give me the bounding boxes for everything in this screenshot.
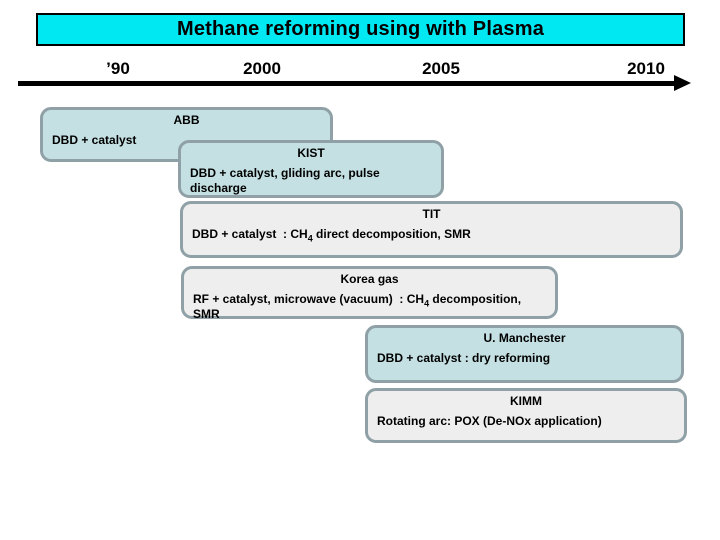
- org-detail: DBD + catalyst: [52, 133, 137, 147]
- timeline-label-2005: 2005: [422, 59, 460, 78]
- timeline-label-2000: 2000: [243, 59, 281, 78]
- org-detail: DBD + catalyst : dry reforming: [377, 351, 551, 365]
- org-name: Korea gas: [340, 272, 399, 286]
- timeline-box-tit: TIT DBD + catalyst : CH4 direct decompos…: [180, 201, 683, 258]
- org-name: KIMM: [510, 394, 542, 408]
- timeline-box-kist: KIST DBD + catalyst, gliding arc, pulse …: [178, 140, 444, 198]
- timeline-label-2010: 2010: [627, 59, 665, 78]
- ch4-subscript: 4: [424, 298, 430, 309]
- timeline-box-u-manchester: U. Manchester DBD + catalyst : dry refor…: [365, 325, 684, 383]
- org-name: KIST: [297, 146, 325, 160]
- slide-title: Methane reforming using with Plasma: [176, 18, 545, 40]
- timeline-box-korea-gas: Korea gas RF + catalyst, microwave (vacu…: [181, 266, 558, 321]
- org-name: U. Manchester: [483, 331, 566, 345]
- org-detail: RF + catalyst, microwave (vacuum) : CH4 …: [193, 292, 525, 321]
- timeline-arrow-icon: [674, 75, 691, 91]
- org-detail: Rotating arc: POX (De-NOx application): [377, 414, 602, 428]
- ch4-subscript: 4: [307, 233, 313, 244]
- timeline-box-kimm: KIMM Rotating arc: POX (De-NOx applicati…: [365, 388, 687, 443]
- timeline-axis-line: [18, 81, 676, 86]
- timeline-label-90: ’90: [106, 59, 130, 78]
- org-detail: DBD + catalyst : CH4 direct decompositio…: [192, 227, 471, 244]
- title-bar: Methane reforming using with Plasma: [36, 13, 685, 46]
- org-detail: DBD + catalyst, gliding arc, pulse disch…: [190, 166, 384, 195]
- org-name: TIT: [422, 207, 441, 221]
- org-name: ABB: [173, 113, 200, 127]
